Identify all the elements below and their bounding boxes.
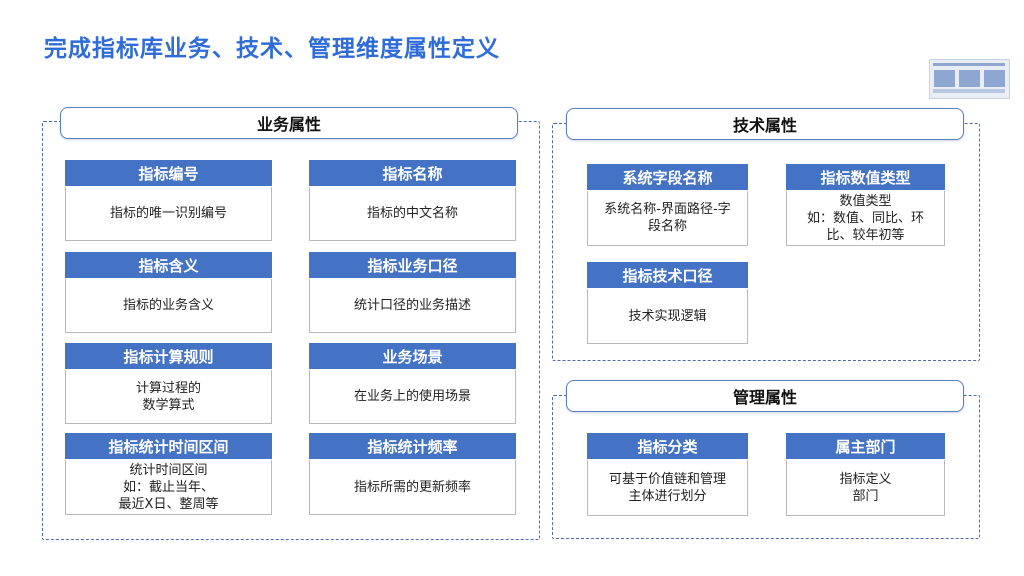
card-title: 指标编号 (65, 160, 272, 187)
card-body: 指标定义 部门 (839, 471, 892, 504)
thumbnail-block (934, 70, 955, 87)
card-body: 指标所需的更新频率 (353, 479, 471, 495)
card-body: 系统名称-界面路径-字 段名称 (604, 202, 731, 234)
thumbnail-image (929, 59, 1010, 99)
card-title: 指标计算规则 (65, 343, 272, 370)
card-body: 指标的业务含义 (122, 298, 214, 313)
card-body: 在业务上的使用场景 (353, 389, 471, 404)
card-owner-department: 属主部门 指标定义 部门 (786, 433, 945, 516)
thumbnail-block (984, 70, 1005, 87)
card-metric-category: 指标分类 可基于价值链和管理 主体进行划分 (587, 433, 748, 516)
thumbnail-header-bar (933, 63, 1005, 66)
card-system-field: 系统字段名称 系统名称-界面路径-字 段名称 (587, 164, 748, 246)
card-time-interval: 指标统计时间区间 统计时间区间 如：截止当年、 最近X日、整周等 (65, 433, 272, 515)
card-body: 计算过程的 数学算式 (135, 380, 201, 413)
thumbnail-row (933, 89, 1005, 93)
card-title: 业务场景 (309, 343, 516, 370)
card-value-type: 指标数值类型 数值类型 如：数值、同比、环 比、较年初等 (786, 164, 945, 246)
card-business-scenario: 业务场景 在业务上的使用场景 (309, 343, 516, 424)
card-title: 属主部门 (786, 433, 945, 460)
card-metric-id: 指标编号 指标的唯一识别编号 (65, 160, 272, 241)
card-title: 指标业务口径 (309, 252, 516, 279)
card-title: 指标技术口径 (587, 262, 748, 289)
card-body: 统计口径的业务描述 (353, 298, 471, 313)
card-metric-name: 指标名称 指标的中文名称 (309, 160, 516, 241)
card-update-frequency: 指标统计频率 指标所需的更新频率 (309, 433, 516, 515)
card-title: 指标含义 (65, 252, 272, 279)
thumbnail-block (959, 70, 980, 87)
management-section-header: 管理属性 (566, 380, 964, 412)
card-body: 指标的唯一识别编号 (109, 206, 227, 221)
page-title: 完成指标库业务、技术、管理维度属性定义 (44, 36, 500, 62)
card-title: 系统字段名称 (587, 164, 748, 191)
card-body: 数值类型 如：数值、同比、环 比、较年初等 (806, 193, 924, 243)
card-body: 指标的中文名称 (366, 206, 458, 221)
business-section-header: 业务属性 (60, 107, 518, 139)
card-technical-caliber: 指标技术口径 技术实现逻辑 (587, 262, 748, 344)
card-body: 技术实现逻辑 (628, 308, 707, 324)
card-title: 指标数值类型 (786, 164, 945, 191)
card-title: 指标统计时间区间 (65, 433, 272, 460)
card-title: 指标统计频率 (309, 433, 516, 460)
card-body: 可基于价值链和管理 主体进行划分 (608, 471, 726, 504)
card-metric-meaning: 指标含义 指标的业务含义 (65, 252, 272, 333)
card-title: 指标分类 (587, 433, 748, 460)
card-title: 指标名称 (309, 160, 516, 187)
card-business-caliber: 指标业务口径 统计口径的业务描述 (309, 252, 516, 333)
technical-section-header: 技术属性 (566, 108, 964, 140)
card-body: 统计时间区间 如：截止当年、 最近X日、整周等 (118, 462, 219, 512)
card-calculation-rule: 指标计算规则 计算过程的 数学算式 (65, 343, 272, 424)
